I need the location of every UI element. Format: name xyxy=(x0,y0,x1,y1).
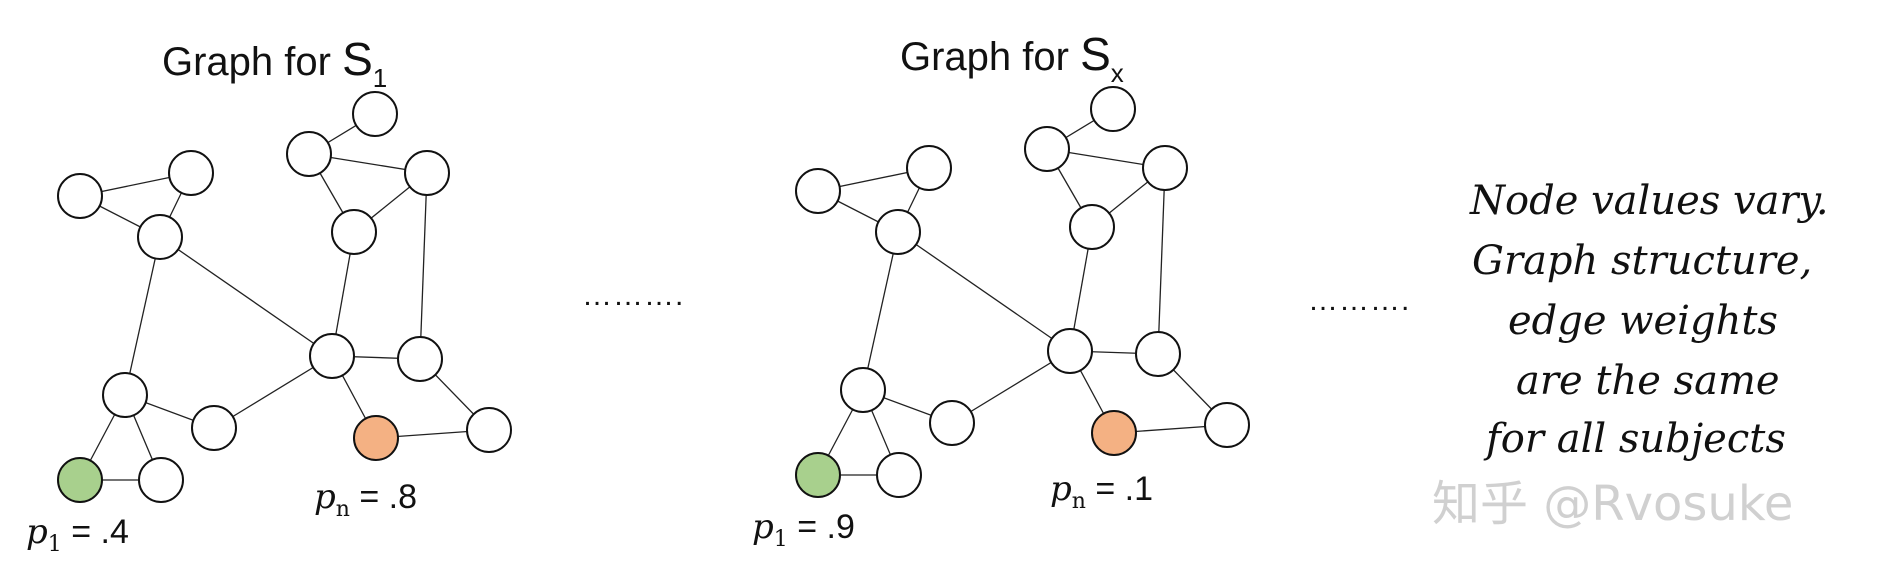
note-line-1: Node values vary. xyxy=(1469,178,1829,224)
g2-node-h xyxy=(1047,328,1093,374)
g1-node-e xyxy=(352,91,398,137)
graph-2-nodes xyxy=(795,86,1250,498)
g2-node-f xyxy=(1142,145,1188,191)
ellipsis-between-graphs: ………. xyxy=(582,279,684,312)
note-line-2: Graph structure, xyxy=(1472,238,1812,284)
g2-node-m xyxy=(1204,402,1250,448)
graph-1-nodes xyxy=(57,91,512,503)
g1-edge-h-k xyxy=(213,355,333,429)
g2-edge-c-h xyxy=(897,231,1071,352)
g1-node-k xyxy=(191,405,237,451)
g2-edge-f-i xyxy=(1157,167,1166,355)
g1-edge-f-i xyxy=(419,172,428,360)
graph-1-end-label: pn = .8 xyxy=(314,477,417,522)
g2-node-d xyxy=(1024,126,1070,172)
g1-node-c xyxy=(137,214,183,260)
note-text: Node values vary. Graph structure, edge … xyxy=(1469,178,1829,462)
graph-2-start-label: p1 = .9 xyxy=(752,507,855,552)
g1-node-end xyxy=(353,415,399,461)
g2-edge-h-k xyxy=(951,350,1071,424)
g1-node-j xyxy=(102,372,148,418)
g2-node-j xyxy=(840,367,886,413)
note-line-5: for all subjects xyxy=(1483,416,1786,462)
graph-1-title: Graph for S1 xyxy=(162,33,387,93)
g1-node-o xyxy=(138,457,184,503)
g2-node-end xyxy=(1091,410,1137,456)
g1-node-g xyxy=(331,209,377,255)
ellipsis-after-graphs: ………. xyxy=(1308,284,1410,317)
g2-node-c xyxy=(875,209,921,255)
g2-node-b xyxy=(906,145,952,191)
g2-node-a xyxy=(795,168,841,214)
g1-node-d xyxy=(286,131,332,177)
g1-node-f xyxy=(404,150,450,196)
watermark-text: 知乎 @Rvosuke xyxy=(1432,476,1793,532)
g2-node-i xyxy=(1135,331,1181,377)
g1-node-start xyxy=(57,457,103,503)
g2-node-k xyxy=(929,400,975,446)
g1-node-m xyxy=(466,407,512,453)
g1-node-i xyxy=(397,336,443,382)
g1-node-b xyxy=(168,150,214,196)
g2-node-o xyxy=(876,452,922,498)
g1-node-h xyxy=(309,333,355,379)
g1-edge-c-j xyxy=(124,236,161,396)
graph-2-end-label: pn = .1 xyxy=(1050,469,1153,514)
graph-subject-1: Graph for S1 p1 = .4 pn = .8 xyxy=(26,33,512,557)
graph-subject-x: Graph for Sx p1 = .9 pn = .1 xyxy=(752,28,1250,552)
note-line-3: edge weights xyxy=(1508,298,1778,344)
g2-edge-c-j xyxy=(862,231,899,391)
g2-node-start xyxy=(795,452,841,498)
graph-1-start-label: p1 = .4 xyxy=(26,512,129,557)
g1-edge-c-h xyxy=(159,236,333,357)
g2-node-g xyxy=(1069,204,1115,250)
graph-2-title: Graph for Sx xyxy=(900,28,1124,88)
g1-node-a xyxy=(57,173,103,219)
note-line-4: are the same xyxy=(1516,358,1780,404)
g2-node-e xyxy=(1090,86,1136,132)
